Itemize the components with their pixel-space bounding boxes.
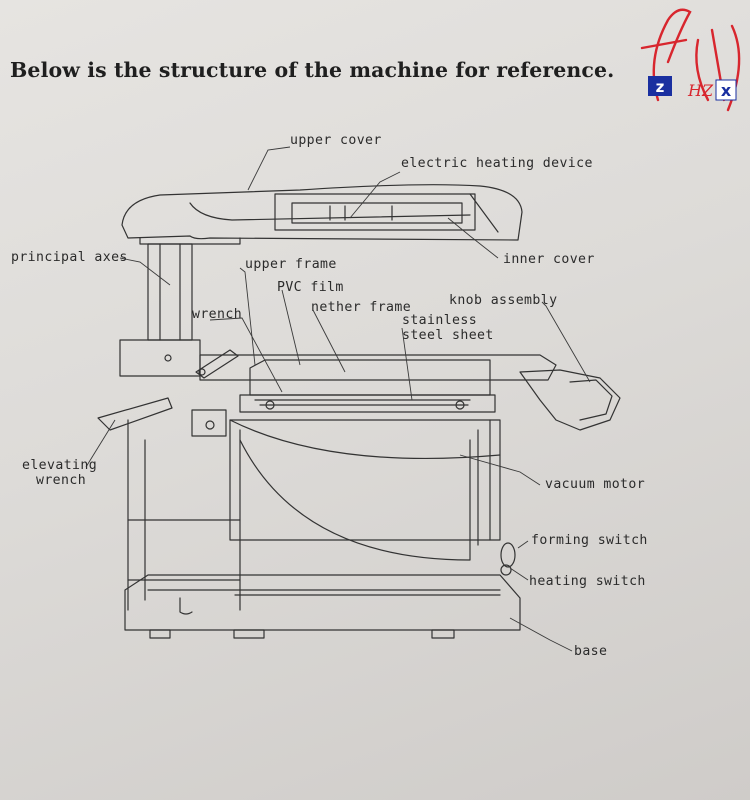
inner-cover-shape <box>274 193 476 231</box>
label-stainless-line1: stainless <box>402 313 478 328</box>
label-nether-frame: nether frame <box>311 300 412 315</box>
nether-frame-shape <box>239 394 496 413</box>
svg-text:Z: Z <box>701 81 714 100</box>
wrench-shape <box>195 349 239 379</box>
upper-cover-shape <box>121 184 523 241</box>
label-inner-cover: inner cover <box>503 252 595 267</box>
vacuum-motor-shape <box>239 439 471 561</box>
label-base: base <box>574 644 608 659</box>
label-electric-heating-device: electric heating device <box>401 156 593 171</box>
label-stainless-steel-sheet: stainless steel sheet <box>402 313 494 343</box>
label-upper-cover: upper cover <box>290 133 382 148</box>
label-forming-switch: forming switch <box>531 533 648 548</box>
label-principal-axes: principal axes <box>11 250 128 265</box>
brand-logo: z H Z x <box>640 8 741 112</box>
base-shape <box>124 574 521 631</box>
upper-frame-shape <box>199 354 557 381</box>
label-elevating-line1: elevating <box>22 458 98 473</box>
label-elevating-wrench: elevating wrench <box>22 458 97 488</box>
electric-heating-device-shape <box>291 202 463 224</box>
heating-switch-shape <box>500 564 512 576</box>
label-pvc-film: PVC film <box>277 280 344 295</box>
knob-assembly-shape <box>519 369 621 431</box>
label-wrench: wrench <box>192 307 243 322</box>
label-heating-switch: heating switch <box>529 574 646 589</box>
label-vacuum-motor: vacuum motor <box>545 477 646 492</box>
principal-axes-shape <box>147 243 193 341</box>
label-upper-frame: upper frame <box>245 257 337 272</box>
label-stainless-line2: steel sheet <box>402 328 494 343</box>
label-knob-assembly: knob assembly <box>449 293 558 308</box>
elevating-wrench-shape <box>97 397 173 431</box>
svg-text:x: x <box>721 81 732 100</box>
svg-text:H: H <box>687 81 703 100</box>
svg-text:z: z <box>656 78 665 96</box>
vacuum-chamber-shape <box>229 419 501 541</box>
forming-switch-shape <box>500 542 516 568</box>
label-elevating-line2: wrench <box>36 473 87 488</box>
page-title: Below is the structure of the machine fo… <box>10 58 615 82</box>
